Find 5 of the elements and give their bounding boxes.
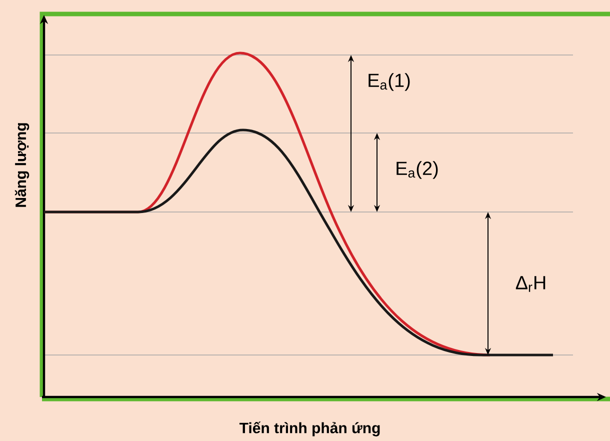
energy-label: Δ$_{r}$H	[516, 276, 546, 292]
energy-label: E$_{a}$(2)	[396, 161, 438, 179]
axis-label: Năng lượng	[14, 123, 30, 207]
axis-label: Tiến trình phản ứng	[239, 422, 380, 436]
energy-label: E$_{a}$(1)	[368, 73, 410, 91]
